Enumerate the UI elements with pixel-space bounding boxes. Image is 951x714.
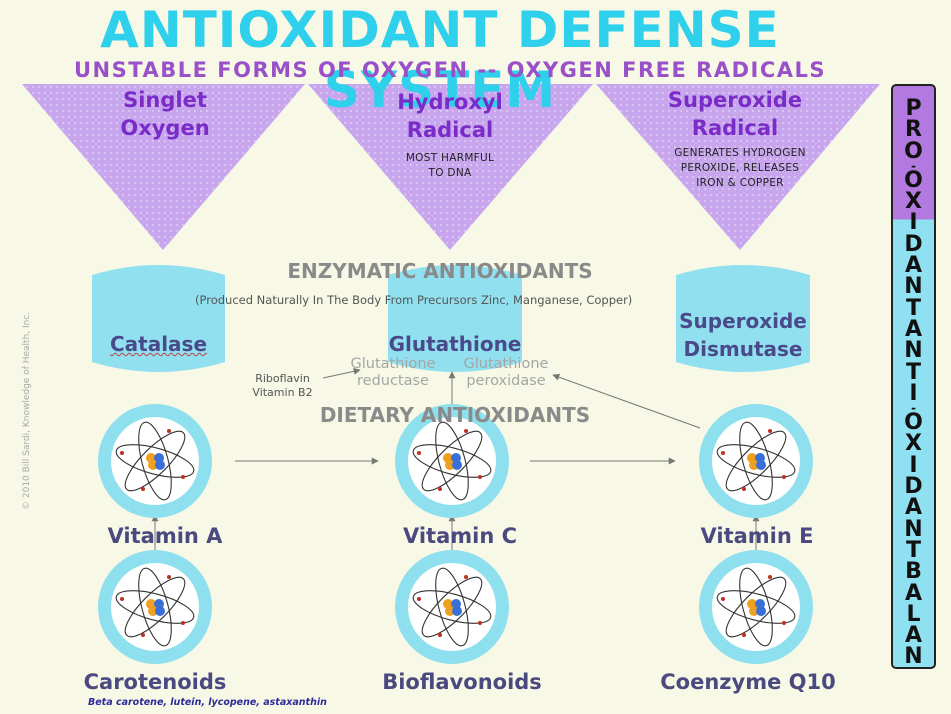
enzyme-glutathione-label: Glutathione (388, 332, 522, 356)
radical-hydroxyl-label: Hydroxyl Radical (397, 90, 503, 142)
bioflavonoids-atom-icon (395, 550, 509, 664)
balance-bar-letter: P (905, 96, 922, 121)
radical-superoxide-label: Superoxide Radical (667, 88, 803, 140)
balance-bar-letter: T (905, 359, 921, 385)
balance-bar-letter: A (904, 316, 923, 342)
balance-bar-letter: - (911, 158, 916, 173)
vitamin-a-label: Vitamin A (107, 524, 223, 548)
balance-bar-letter: X (905, 431, 922, 457)
balance-bar-letter: O (904, 167, 923, 193)
vitamin-a-atom-icon (98, 404, 212, 518)
enzyme-cylinder-sod (676, 265, 810, 372)
glutathione-reductase-label: Glutathione reductase (350, 356, 436, 389)
balance-bar-letter: C (893, 668, 934, 669)
radical-triangle-superoxide (596, 84, 880, 250)
balance-bar-letter: N (904, 338, 923, 364)
balance-bar-letter: X (905, 189, 922, 215)
enzyme-cylinder-glutathione (388, 265, 522, 372)
balance-bar-letter: A (904, 495, 923, 521)
balance-bar-letter: R (905, 117, 922, 143)
radical-hydroxyl-note: MOST HARMFUL TO DNA (405, 152, 495, 179)
balance-bar-letter: T (905, 295, 921, 321)
page-subtitle: UNSTABLE FORMS OF OXYGEN -- OXYGEN FREE … (74, 58, 826, 82)
enzyme-sod-label: Superoxide Dismutase (679, 309, 807, 361)
carotenoids-note: Beta carotene, lutein, lycopene, astaxan… (88, 697, 327, 708)
enzyme-catalase-label: Catalase (109, 332, 208, 356)
balance-bar-letter: L (906, 601, 921, 627)
enzyme-cylinder-catalase (92, 265, 225, 372)
glutathione-peroxidase-label: Glutathione peroxidase (463, 356, 549, 389)
radical-triangle-singlet (22, 84, 305, 250)
radical-singlet-label: Singlet Oxygen (120, 88, 210, 140)
dietary-title: DIETARY ANTIOXIDANTS (319, 403, 591, 427)
enzymatic-title: ENZYMATIC ANTIOXIDANTS (287, 259, 593, 283)
vitamin-e-atom-icon (699, 404, 813, 518)
vitamin-c-atom-icon (395, 404, 509, 518)
enzymatic-precursors-note: (Produced Naturally In The Body From Pre… (195, 293, 633, 307)
balance-bar-letter: O (904, 138, 923, 164)
balance-bar-letter: A (904, 580, 923, 606)
carotenoids-atom-icon (98, 550, 212, 664)
balance-bar-letter: I (909, 380, 918, 406)
balance-bar-letter: - (911, 401, 916, 416)
balance-bar-letter: I (909, 210, 918, 236)
copyright-note: © 2010 Bill Sardi, Knowledge of Health, … (22, 311, 32, 510)
bioflavonoids-label: Bioflavonoids (382, 670, 542, 694)
balance-bar-letter: N (904, 516, 923, 542)
balance-bar-letter: O (904, 410, 923, 436)
balance-bar-letter: I (909, 452, 918, 478)
radical-triangle-hydroxyl (308, 84, 593, 250)
balance-bar-letter: A (904, 623, 923, 649)
balance-bar-letter: D (904, 231, 923, 257)
balance-bar-letter: N (904, 274, 923, 300)
balance-bar-letter: B (905, 559, 922, 585)
coenzyme-q10-label: Coenzyme Q10 (660, 670, 836, 694)
vitamin-e-label: Vitamin E (700, 524, 814, 548)
page-title: ANTIOXIDANT DEFENSE SYSTEM (100, 1, 780, 119)
carotenoids-label: Carotenoids (83, 670, 227, 694)
vitamin-c-label: Vitamin C (402, 524, 518, 548)
balance-bar-letter: N (904, 644, 923, 669)
balance-bar-letter: T (905, 537, 921, 563)
riboflavin-cofactor-label: Riboflavin Vitamin B2 (252, 372, 313, 399)
balance-bar-letter: D (904, 474, 923, 500)
radical-superoxide-note: GENERATES HYDROGEN PEROXIDE, RELEASES IR… (674, 147, 806, 189)
coenzyme-q10-atom-icon (699, 550, 813, 664)
balance-bar-letter: A (904, 253, 923, 279)
